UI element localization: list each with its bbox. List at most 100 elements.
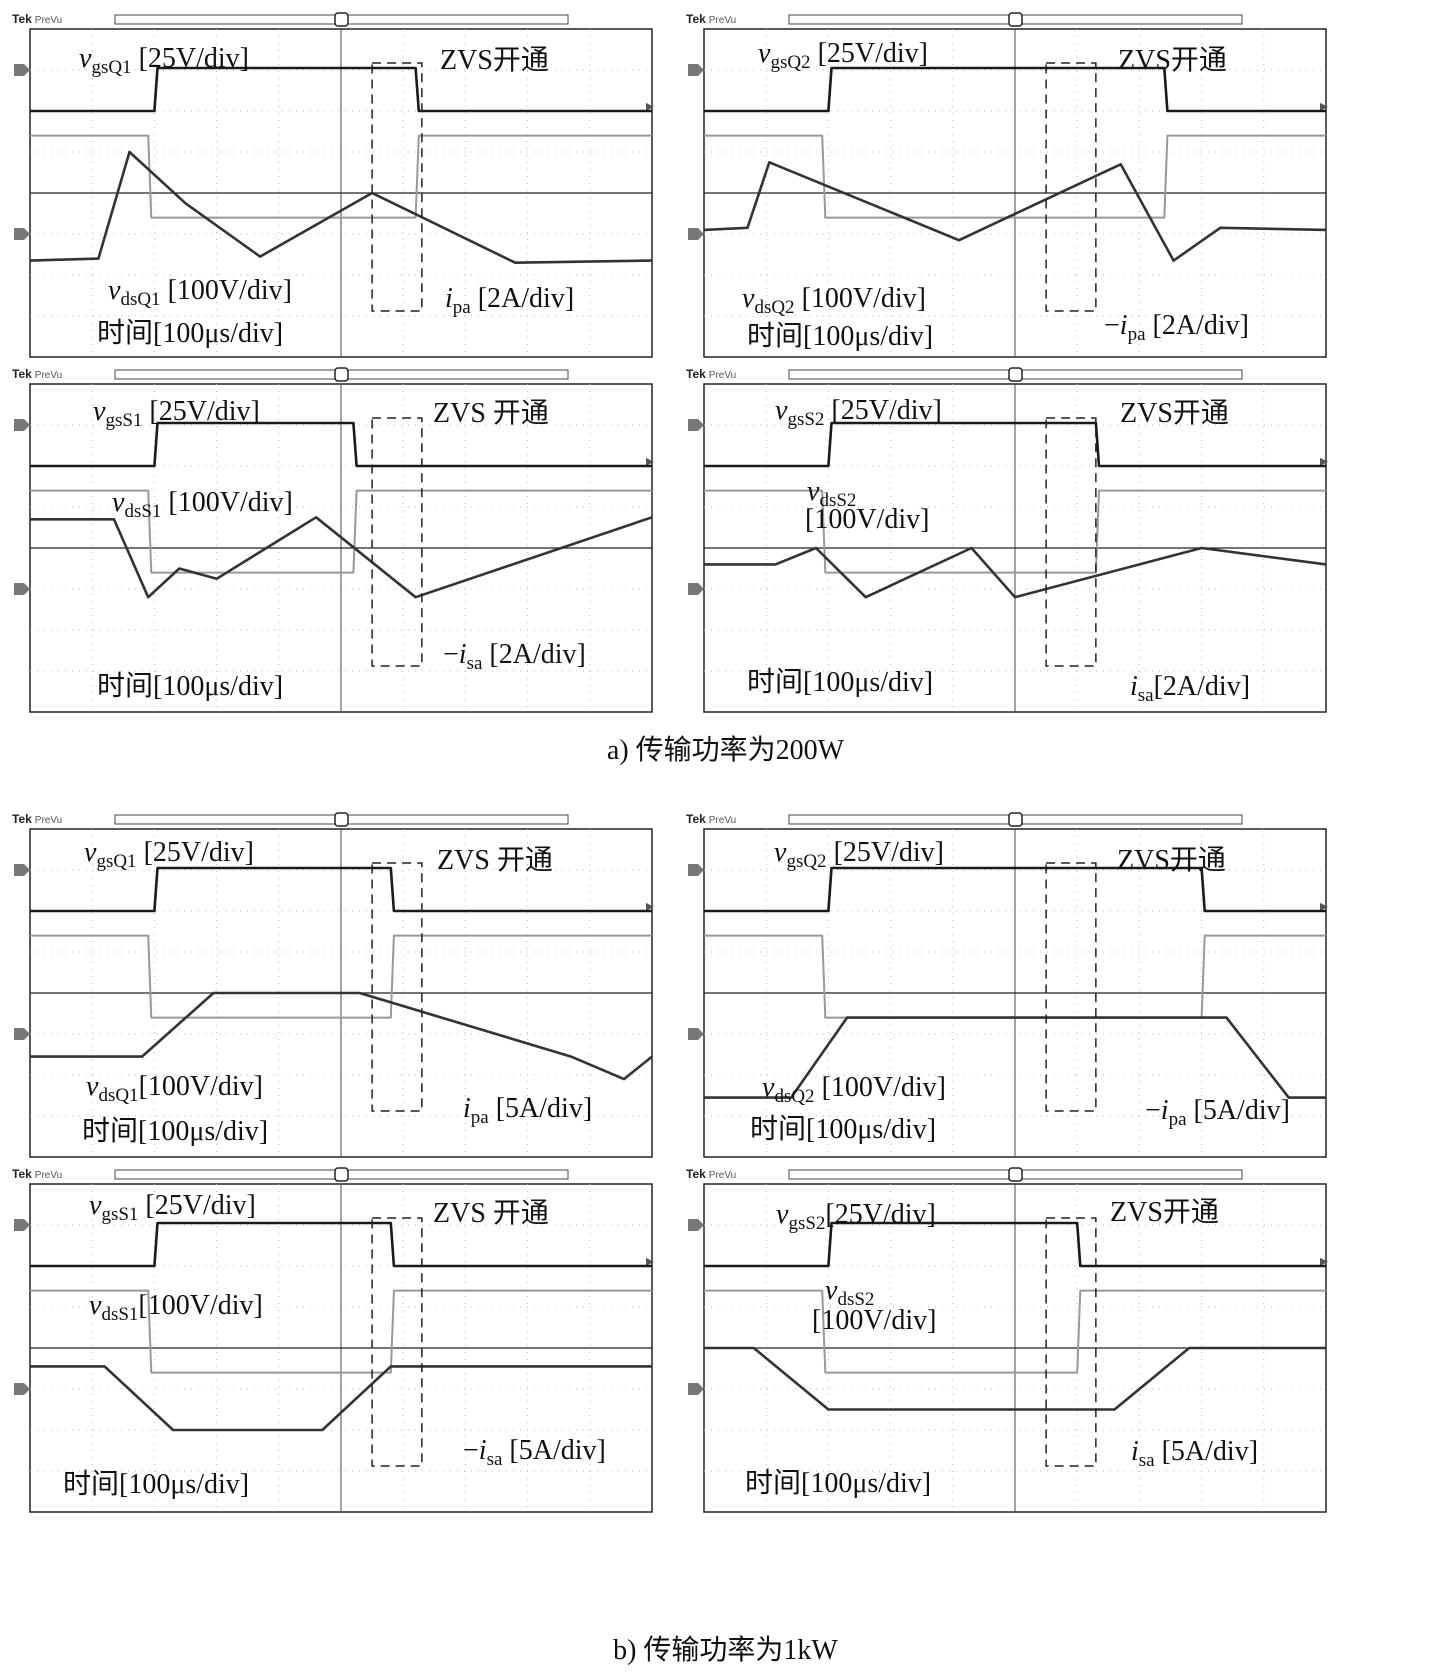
channel-marker-icon [688,228,704,240]
label-part: i [463,1093,471,1124]
trace-label: vdsQ2 [100V/div] [762,1072,946,1107]
label-part: gsQ1 [96,851,137,872]
scope-screen [14,12,654,358]
channel-marker-icon [688,64,704,76]
trace-label: −isa [2A/div] [443,641,586,674]
label-part: sa [1137,685,1154,706]
label-part: [100V/div] [812,1305,937,1336]
trace-label: vgsS2 [25V/div] [775,395,942,430]
trace-1 [704,1221,1326,1268]
trigger-marker-icon [1008,812,1023,827]
trace-label: vdsQ2 [100V/div] [742,285,926,318]
trigger-marker-icon [334,367,349,382]
trace-1 [30,1221,652,1268]
trace-label: ZVS开通 [1120,400,1229,428]
scope-screen [14,1167,654,1513]
trace-2 [704,134,1326,219]
trace-3 [704,1346,1326,1411]
label-part: [25V/div] [824,395,942,426]
channel-marker-icon [14,583,30,595]
trace-label: [100V/div] [812,1307,936,1335]
trace-label: ZVS 开通 [437,847,553,875]
trace-label: vgsS2[25V/div] [776,1199,936,1234]
label-part: pa [1168,1109,1187,1130]
prevu-label: PreVu [708,1170,737,1181]
label-part: v [86,1071,99,1102]
trace-label: vdsS2 [807,476,857,511]
label-part: v [807,476,820,507]
trace-1 [704,421,1326,468]
trigger-marker-icon [334,12,349,27]
trigger-level-icon [646,102,654,111]
label-part: v [84,837,97,868]
channel-marker-icon [688,1028,704,1040]
label-part: 时间[100μs/div] [82,1116,269,1147]
label-part: [100V/div] [138,1290,263,1321]
zvs-highlight-box [371,62,423,312]
label-part: v [776,1199,789,1230]
label-part: [5A/div] [1186,1095,1290,1126]
prevu-label: PreVu [34,15,63,26]
tek-brand: Tek [686,812,706,826]
label-part: gsS2 [788,1213,826,1234]
trace-label: isa[2A/div] [1130,673,1250,706]
label-part: v [89,1190,102,1221]
trigger-level-icon [1320,457,1328,466]
zvs-highlight-box [371,417,423,667]
caption-b: b) 传输功率为1kW [613,1635,838,1666]
label-part: i [445,283,453,314]
label-part: i [1160,1095,1169,1126]
label-part: sa [466,653,483,674]
trace-label: vdsS1 [100V/div] [112,487,293,522]
trace-label: ZVS开通 [1110,1199,1219,1227]
channel-marker-icon [688,1219,704,1231]
label-part: 时间[100μs/div] [97,671,284,702]
label-part: [25V/div] [810,38,928,69]
label-part: [100V/div] [805,504,930,535]
trace-1 [30,421,652,468]
trace-label: 时间[100μs/div] [97,320,283,348]
label-part: v [112,487,125,518]
label-part: − [1145,1095,1161,1126]
label-part: dsQ2 [774,1086,815,1107]
trace-label: ipa [5A/div] [463,1093,592,1128]
label-part: pa [452,297,471,318]
trace-label: ZVS 开通 [433,400,549,428]
trace-2 [30,134,652,219]
label-part: [25V/div] [825,1199,936,1230]
scope-screen [688,12,1328,358]
trace-1 [704,66,1326,113]
channel-marker-icon [14,64,30,76]
channel-marker-icon [14,1219,30,1231]
trace-label: 时间[100μs/div] [747,669,933,697]
label-part: i [478,1435,487,1466]
label-part: gsS2 [787,409,825,430]
channel-marker-icon [14,419,30,431]
trace-label: vgsQ1 [25V/div] [79,45,249,78]
prevu-label: PreVu [34,370,63,381]
label-part: dsQ1 [98,1085,139,1106]
trace-3 [30,991,653,1081]
label-part: dsS2 [819,490,857,511]
channel-marker-icon [14,864,30,876]
label-part: dsQ1 [120,289,161,310]
label-part: gsQ2 [786,851,827,872]
label-part: [2A/div] [1145,310,1249,341]
label-part: v [762,1072,775,1103]
tek-brand: Tek [12,12,32,26]
trace-3 [704,546,1327,599]
label-part: dsS2 [837,1289,875,1310]
trigger-marker-icon [1008,367,1023,382]
label-part: ZVS 开通 [433,398,549,429]
label-part: − [463,1435,479,1466]
trace-1 [704,866,1326,913]
label-part: gsS1 [105,410,143,431]
